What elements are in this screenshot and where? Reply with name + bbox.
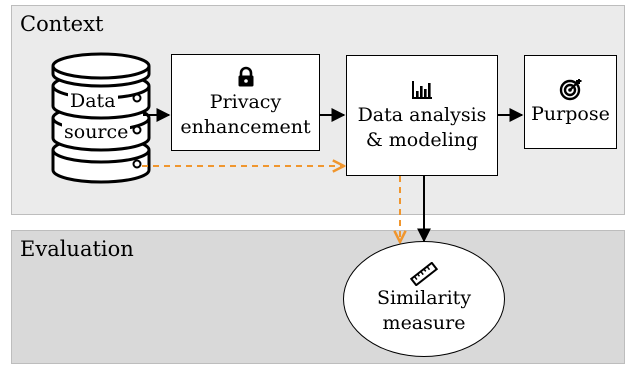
data-analysis-box: Data analysis & modeling — [346, 55, 498, 176]
privacy-label-line2: enhancement — [180, 116, 311, 138]
data-source-label-line1: Data — [68, 90, 118, 112]
context-title: Context — [20, 12, 104, 36]
lock-icon — [238, 66, 253, 87]
purpose-box: Purpose — [524, 55, 617, 149]
similarity-label-line2: measure — [382, 312, 466, 334]
data-source-label-line2: source — [62, 121, 131, 143]
purpose-label: Purpose — [531, 103, 610, 125]
analysis-label-line1: Data analysis — [357, 104, 487, 126]
similarity-measure-node: Similarity measure — [343, 241, 505, 357]
privacy-enhancement-box: Privacy enhancement — [171, 54, 320, 151]
evaluation-title: Evaluation — [20, 237, 134, 261]
ruler-icon — [410, 262, 438, 286]
bar-chart-icon — [412, 81, 432, 99]
analysis-label-line2: & modeling — [365, 129, 479, 151]
evaluation-panel: Evaluation — [11, 230, 625, 364]
similarity-label-line1: Similarity — [376, 287, 472, 309]
privacy-label-line1: Privacy — [209, 91, 282, 113]
target-icon — [559, 79, 581, 101]
